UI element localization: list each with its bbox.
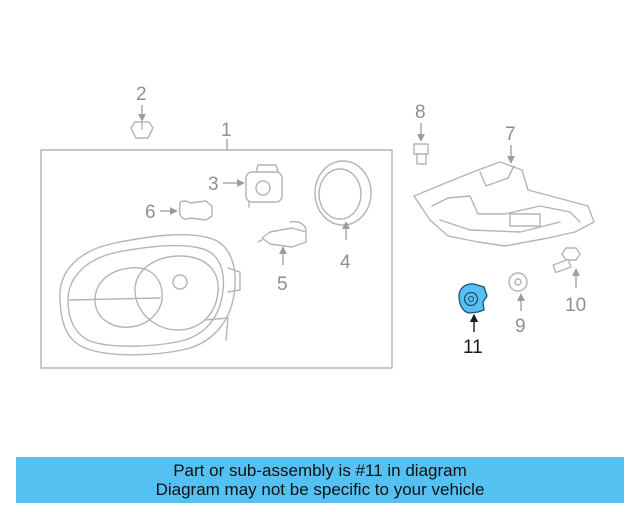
part-4-ring: 4 xyxy=(314,160,372,273)
part-2-clip: 2 xyxy=(130,84,154,139)
part-8-bolt: 8 xyxy=(413,102,429,165)
callout-4: 4 xyxy=(340,252,351,273)
caption-line-1: Part or sub-assembly is #11 in diagram xyxy=(173,461,467,480)
callout-2: 2 xyxy=(136,84,147,105)
parts-diagram: 1 2 3 4 5 xyxy=(40,84,595,369)
part-11-highlighted: 11 xyxy=(458,283,488,358)
part-5-bulb: 5 xyxy=(257,220,307,295)
part-9-washer: 9 xyxy=(508,272,528,337)
caption-banner: Part or sub-assembly is #11 in diagram D… xyxy=(16,457,624,503)
callout-7: 7 xyxy=(505,124,516,145)
callout-1: 1 xyxy=(221,120,232,141)
part-3-socket: 3 xyxy=(208,164,283,208)
callout-11: 11 xyxy=(463,337,483,358)
part-7-bracket: 7 xyxy=(413,124,595,247)
callout-6: 6 xyxy=(145,202,156,223)
caption-line-2: Diagram may not be specific to your vehi… xyxy=(155,480,485,499)
callout-5: 5 xyxy=(277,274,288,295)
callout-9: 9 xyxy=(515,316,526,337)
headlamp-assembly: 1 xyxy=(40,120,393,369)
callout-8: 8 xyxy=(415,102,426,123)
part-10-screw: 10 xyxy=(552,247,586,316)
part-6-small-bulb: 6 xyxy=(145,200,213,223)
headlamp-frame xyxy=(40,149,393,369)
callout-3: 3 xyxy=(208,174,219,195)
callout-10: 10 xyxy=(565,295,586,316)
